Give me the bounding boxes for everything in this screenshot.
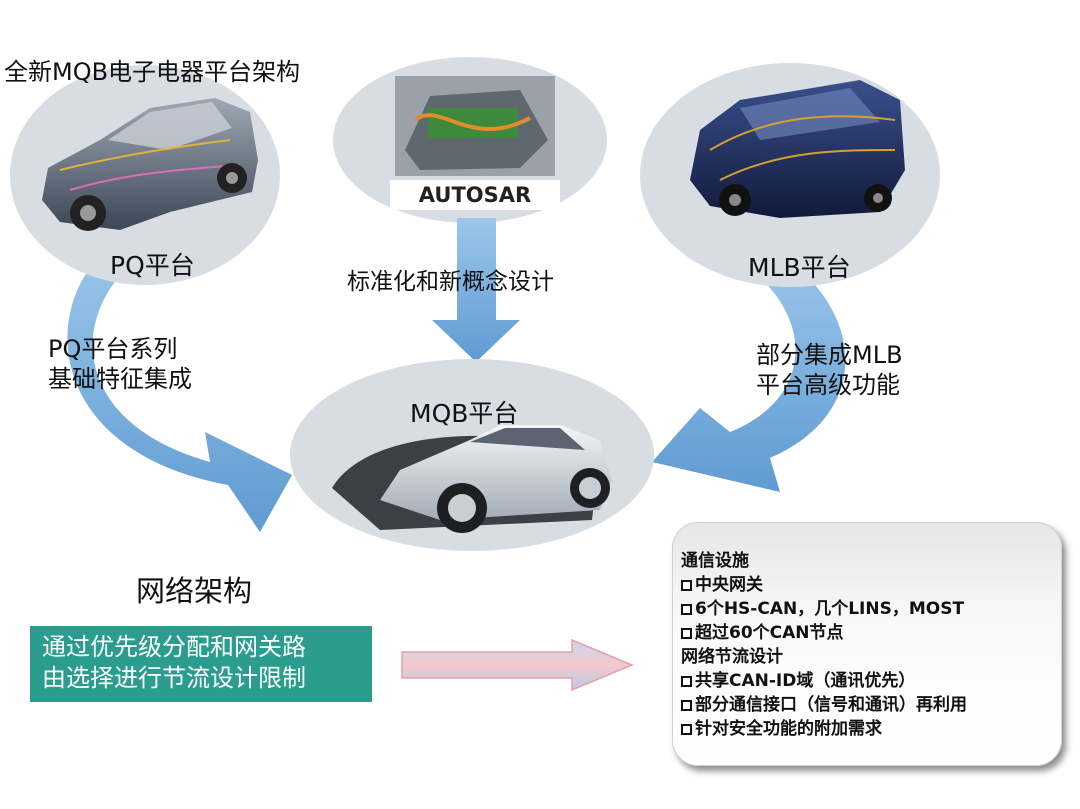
panel-list-item: 针对安全功能的附加需求: [681, 717, 1061, 741]
network-architecture-title: 网络架构: [136, 574, 253, 608]
mlb-partial-line: 平台高级功能: [756, 371, 900, 399]
mlb-car-image: [690, 80, 905, 218]
autosar-ecu-image: AUTOSAR: [390, 76, 560, 210]
mqb-platform-label: MQB平台: [410, 399, 519, 428]
panel-list-item: 部分通信接口（信号和通讯）再利用: [681, 693, 1061, 717]
panel-item-text: 超过60个CAN节点: [695, 623, 844, 643]
panel-list-item: 中央网关: [681, 573, 1061, 597]
mlb-platform-label: MLB平台: [748, 253, 851, 282]
network-description-line: 由选择进行节流设计限制: [42, 664, 306, 692]
pq-platform-label: PQ平台: [110, 251, 195, 280]
mlb-partial-label: 部分集成MLB 平台高级功能: [756, 340, 903, 400]
panel-item-text: 部分通信接口（信号和通讯）再利用: [695, 695, 967, 715]
pq-series-label: PQ平台系列 基础特征集成: [48, 334, 192, 394]
network-to-panel-arrow: [401, 638, 634, 692]
panel-section-title: 网络节流设计: [681, 647, 783, 667]
pq-car-image: [42, 98, 258, 231]
pq-series-line: 基础特征集成: [48, 365, 192, 393]
panel-item-text: 6个HS-CAN，几个LINS，MOST: [695, 599, 965, 619]
autosar-logo: AUTOSAR: [419, 183, 531, 207]
network-description-line: 通过优先级分配和网关路: [42, 633, 306, 661]
checkbox-square-icon: [681, 628, 692, 639]
pq-series-line: PQ平台系列: [48, 335, 178, 363]
panel-list-item: 超过60个CAN节点: [681, 621, 1061, 645]
checkbox-square-icon: [681, 604, 692, 615]
checkbox-square-icon: [681, 580, 692, 591]
panel-item-text: 中央网关: [695, 575, 763, 595]
panel-item-text: 共享CAN-ID域（通讯优先）: [695, 671, 916, 691]
communication-info-panel: 通信设施 中央网关 6个HS-CAN，几个LINS，MOST 超过60个CAN节…: [672, 522, 1062, 766]
pq-to-mqb-arrow: [67, 245, 292, 532]
panel-item-text: 针对安全功能的附加需求: [695, 719, 882, 739]
mlb-partial-line: 部分集成MLB: [756, 341, 903, 369]
checkbox-square-icon: [681, 676, 692, 687]
network-description-box: 通过优先级分配和网关路 由选择进行节流设计限制: [30, 626, 372, 702]
checkbox-square-icon: [681, 724, 692, 735]
autosar-to-mqb-arrow: [432, 218, 520, 362]
mqb-car-image: [332, 425, 612, 533]
panel-list-item: 共享CAN-ID域（通讯优先）: [681, 669, 1061, 693]
page-title: 全新MQB电子电器平台架构: [4, 58, 301, 86]
checkbox-square-icon: [681, 700, 692, 711]
mlb-to-mqb-arrow: [652, 250, 846, 492]
standardization-label: 标准化和新概念设计: [347, 269, 554, 295]
panel-section-title: 通信设施: [681, 551, 749, 571]
panel-list-item: 6个HS-CAN，几个LINS，MOST: [681, 597, 1061, 621]
